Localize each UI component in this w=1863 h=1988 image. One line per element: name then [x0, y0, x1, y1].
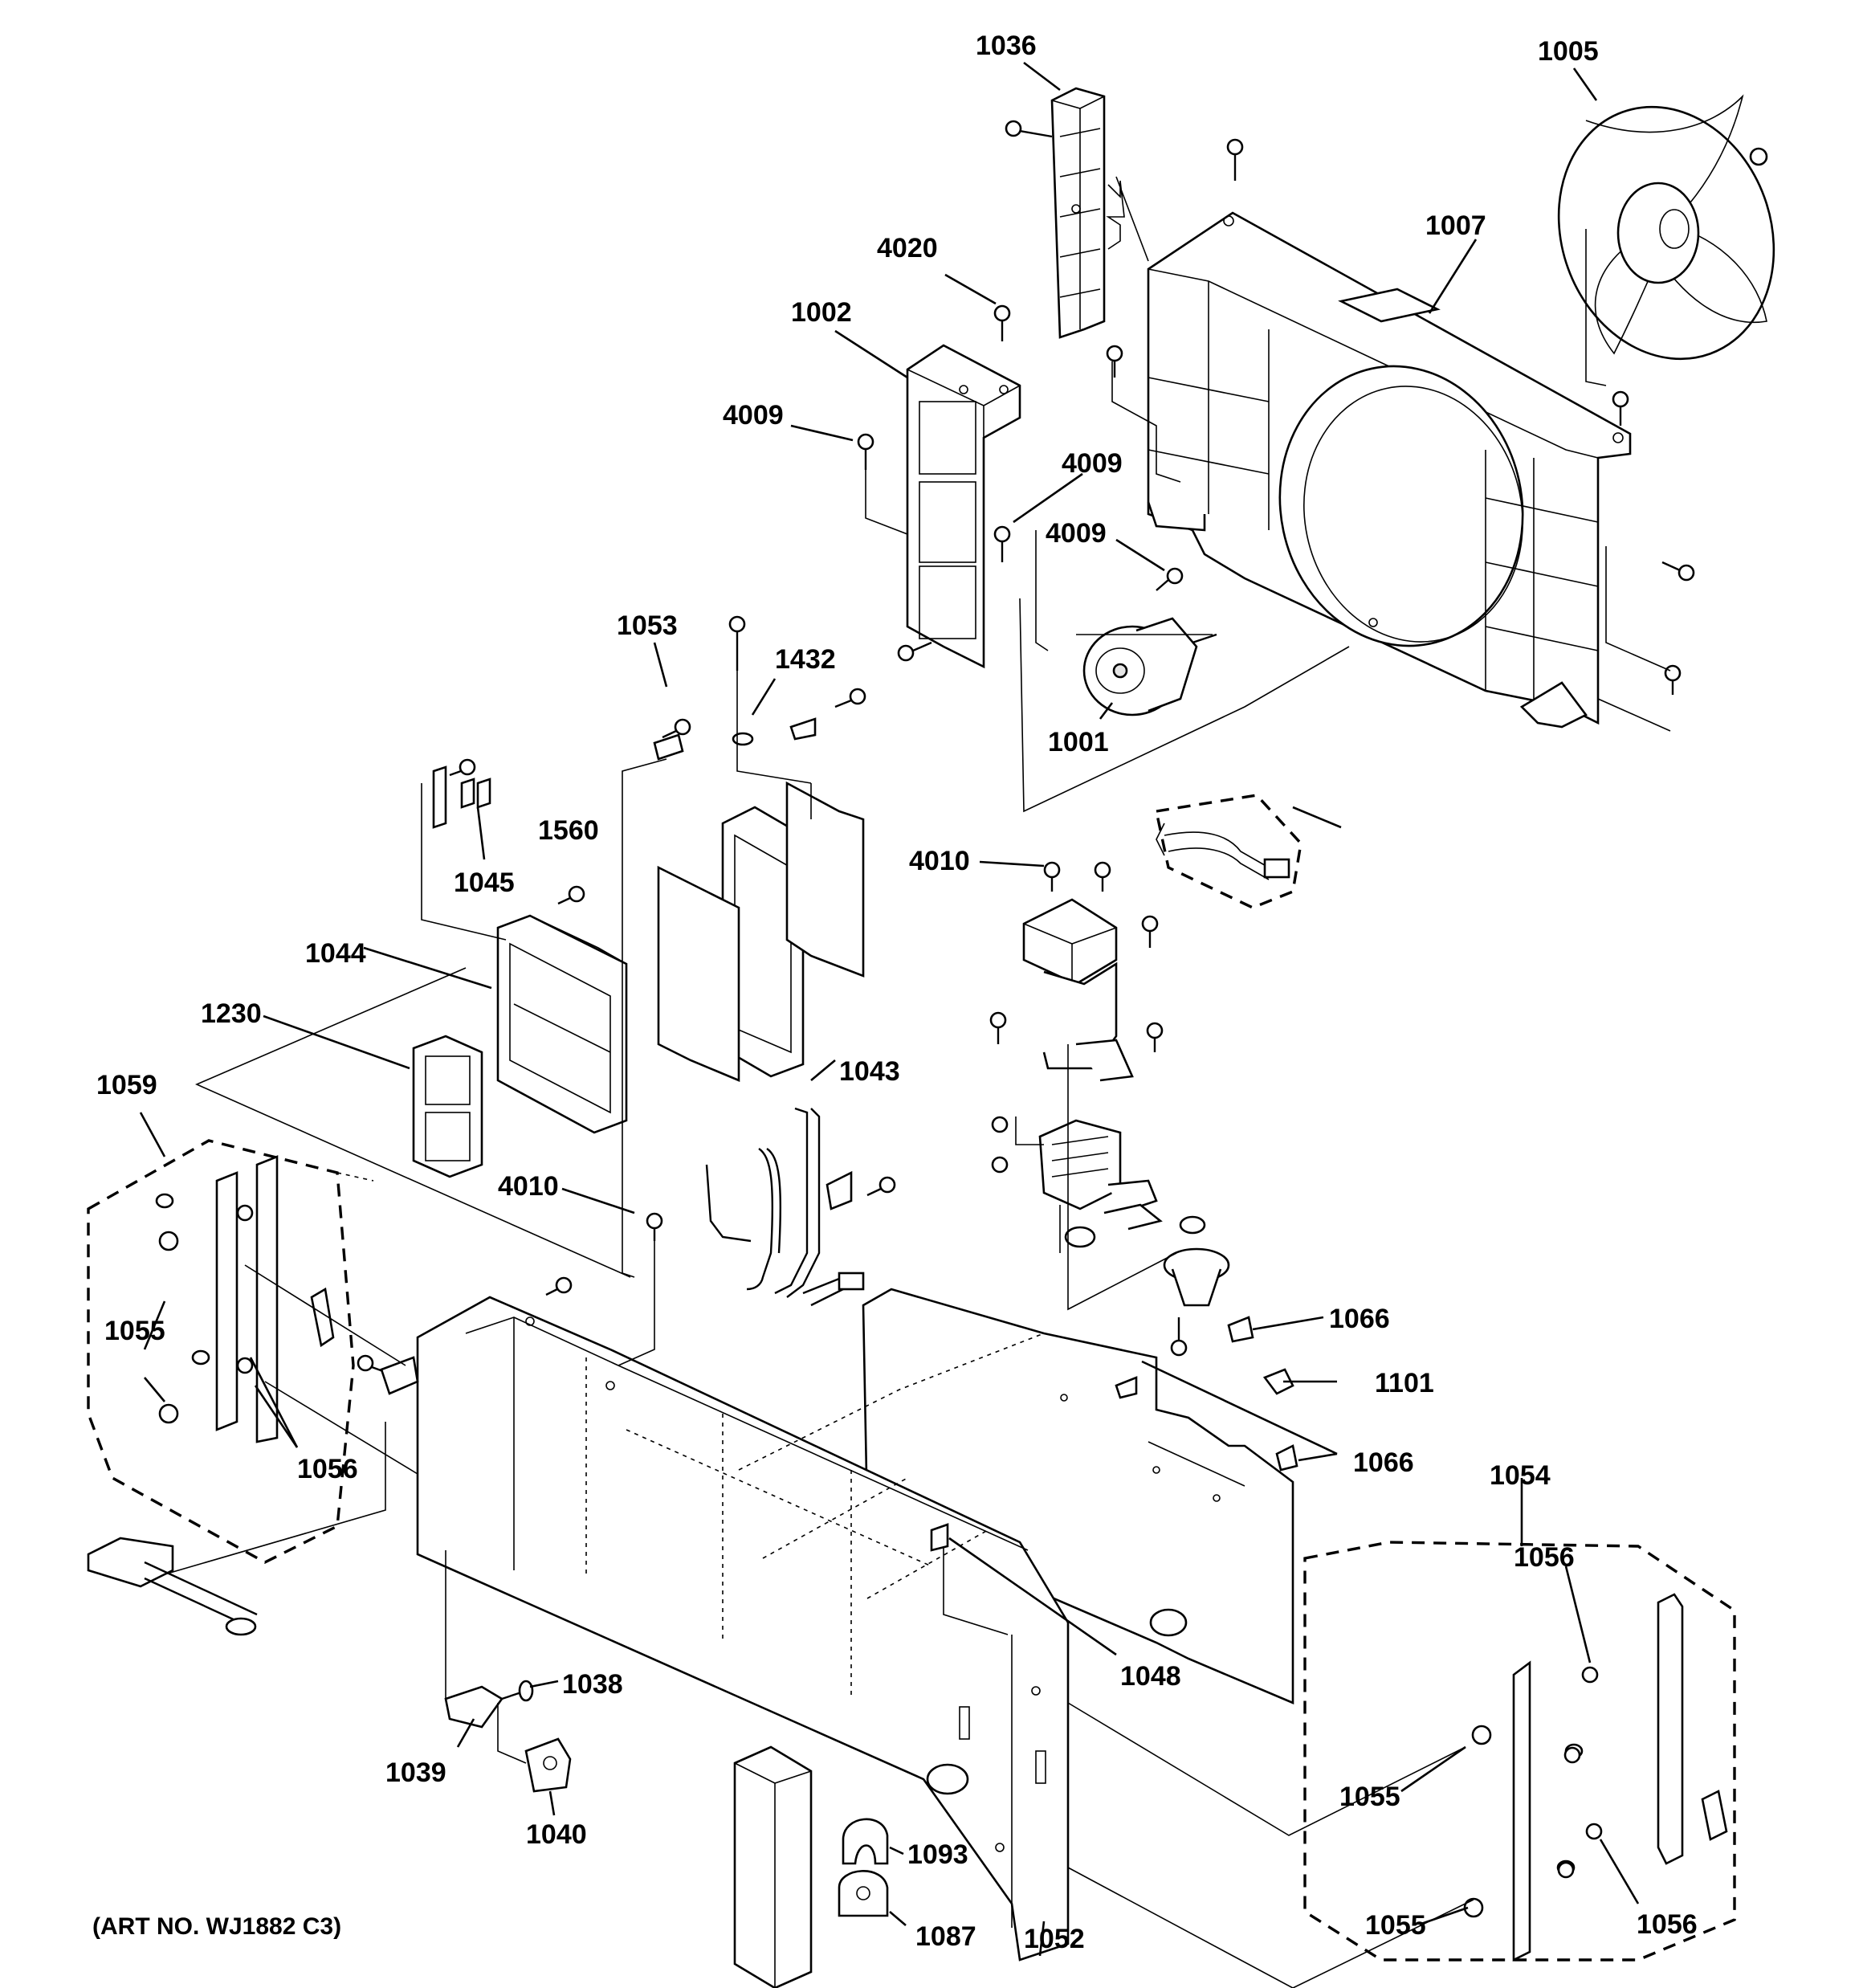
- callout-1005: 1005: [1538, 36, 1599, 67]
- clips: [380, 717, 1298, 1552]
- callout-1001: 1001: [1048, 727, 1109, 757]
- callout-1093: 1093: [907, 1839, 968, 1870]
- callout-1066-top: 1066: [1329, 1304, 1390, 1334]
- bracket-1040: [524, 1737, 572, 1793]
- filter-frame-1043: [657, 781, 865, 1082]
- wire-harness-inset: [1154, 794, 1302, 909]
- motor-mount-1002: [906, 344, 1021, 669]
- base-pan-1052: [416, 1296, 1070, 1961]
- side-curtain-kit-1054: [1303, 1541, 1736, 1962]
- callout-1055-lower-right: 1055: [1365, 1910, 1426, 1941]
- callout-1040: 1040: [526, 1819, 587, 1850]
- callout-4009-left: 4009: [723, 400, 784, 431]
- callout-4010-lower: 4010: [498, 1171, 559, 1202]
- switch-assembly: [1038, 1119, 1163, 1248]
- callout-1048: 1048: [1120, 1661, 1181, 1692]
- bracket-1036: [1050, 87, 1106, 339]
- callout-1056-left: 1056: [297, 1454, 358, 1484]
- air-deflector-1044: [496, 914, 628, 1134]
- callout-1055-middle-right: 1055: [1339, 1782, 1400, 1812]
- grille-insert-1230: [412, 1035, 483, 1178]
- bumper-1087: [838, 1870, 889, 1917]
- callout-1002: 1002: [791, 297, 852, 328]
- callout-4010-upper: 4010: [909, 846, 970, 876]
- callout-1053: 1053: [617, 610, 678, 641]
- motor-1001: [1082, 617, 1217, 716]
- callout-1036: 1036: [976, 31, 1037, 61]
- side-curtain-kit-1059: [87, 1139, 355, 1564]
- callout-1054: 1054: [1490, 1460, 1551, 1491]
- callout-1039: 1039: [385, 1757, 446, 1788]
- callout-1052: 1052: [1024, 1924, 1085, 1954]
- divider-panel: [862, 1288, 1294, 1704]
- callout-4020: 4020: [877, 233, 938, 263]
- callout-1056-upper-right: 1056: [1514, 1542, 1575, 1573]
- assembly-lines: [164, 176, 1671, 1988]
- callout-1044: 1044: [305, 938, 366, 969]
- switch-1039: [444, 1680, 534, 1729]
- callout-1045: 1045: [454, 867, 515, 898]
- callout-1043: 1043: [839, 1056, 900, 1087]
- callout-1066-bottom: 1066: [1353, 1447, 1414, 1478]
- screws: [357, 120, 1695, 1879]
- capacitor-bracket: [1022, 898, 1134, 1082]
- callout-1007: 1007: [1425, 210, 1486, 241]
- leader-lines: [139, 61, 1640, 1957]
- callout-1056-lower-right: 1056: [1637, 1909, 1698, 1940]
- fan-blade-1005: [1557, 94, 1775, 361]
- callout-1101: 1101: [1375, 1368, 1434, 1398]
- callout-1059: 1059: [96, 1070, 157, 1100]
- front-pad: [733, 1745, 813, 1988]
- callout-1560: 1560: [538, 815, 599, 846]
- thermostat-knob: [1163, 1215, 1230, 1307]
- drain-tray: [87, 1537, 258, 1636]
- callout-1087: 1087: [915, 1921, 976, 1952]
- clip-1045: [432, 765, 491, 829]
- art-number-label: (ART NO. WJ1882 C3): [92, 1913, 341, 1940]
- callout-4009-right: 4009: [1046, 518, 1107, 549]
- callout-4009-mid: 4009: [1062, 448, 1123, 479]
- callout-1432: 1432: [775, 644, 836, 675]
- callout-labels: 1036 1005 1007 4020 1002 4009 4009 4009 …: [92, 31, 1698, 1954]
- bumper-1093: [842, 1818, 889, 1865]
- callout-1055-left: 1055: [104, 1316, 165, 1346]
- fan-shroud-1007: [1147, 211, 1632, 729]
- callout-1038: 1038: [562, 1669, 623, 1700]
- callout-1230: 1230: [201, 998, 262, 1029]
- drain-tubing: [705, 1107, 865, 1307]
